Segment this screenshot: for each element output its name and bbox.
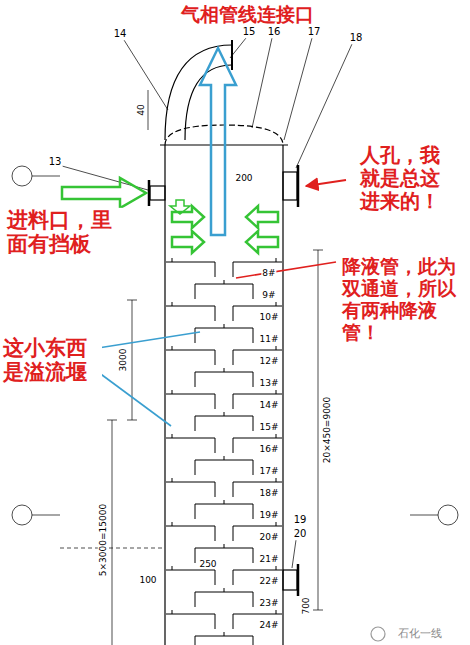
- annotation-text: 人孔，我就是总这进来的！: [359, 144, 457, 213]
- dimension-text: 700: [301, 596, 311, 615]
- tray-number: 22#: [259, 576, 280, 586]
- tray-number: 10#: [259, 312, 280, 322]
- dimension-text: 5×3000=15000: [98, 503, 108, 577]
- callout-number: 16: [267, 26, 282, 38]
- tray-number: 16#: [259, 444, 280, 454]
- dimension-text: 3000: [118, 348, 128, 373]
- dimension-text: 250: [198, 559, 217, 569]
- annotation-text: 进料口，里面有挡板: [6, 208, 126, 256]
- tray-number: 20#: [259, 532, 280, 542]
- annotation-pointers: [98, 180, 346, 426]
- dimension-text: 200: [234, 173, 253, 183]
- tray-number: 9#: [261, 290, 276, 300]
- tray-set: [166, 258, 282, 645]
- tray-number: 17#: [259, 466, 280, 476]
- dimension-text: 40: [136, 103, 146, 116]
- annotation-text: 气相管线连接口: [180, 4, 315, 26]
- callout-number: 18: [349, 32, 364, 44]
- tray-number: 11#: [259, 334, 280, 344]
- tray-number: 23#: [259, 598, 280, 608]
- annotation-text: 这小东西是溢流堰: [2, 336, 102, 384]
- watermark: 石化一线: [397, 628, 443, 641]
- callout-number: 20: [293, 528, 308, 540]
- callout-number: 19: [293, 514, 308, 526]
- tray-number: 12#: [259, 356, 280, 366]
- tray-number: 24#: [259, 620, 280, 630]
- tray-number: 21#: [259, 554, 280, 564]
- callout-number: 15: [242, 26, 257, 38]
- tray-number: 18#: [259, 488, 280, 498]
- watermark-icon: [371, 627, 385, 641]
- tray-number: 19#: [259, 510, 280, 520]
- callout-number: 17: [307, 26, 322, 38]
- tray-number: 14#: [259, 400, 280, 410]
- tray-number: 13#: [259, 378, 280, 388]
- callout-number: 13: [48, 156, 63, 168]
- callout-leaders: [62, 38, 352, 568]
- vapor-arrow: [200, 48, 236, 235]
- tray-number: 15#: [259, 422, 280, 432]
- callout-number: 14: [113, 28, 128, 40]
- tray-number: 8#: [261, 268, 276, 278]
- dimension-text: 20×450=9000: [322, 396, 332, 465]
- dimension-text: 100: [138, 575, 157, 585]
- annotation-text: 降液管，此为双通道，所以有两种降液管！: [341, 256, 465, 343]
